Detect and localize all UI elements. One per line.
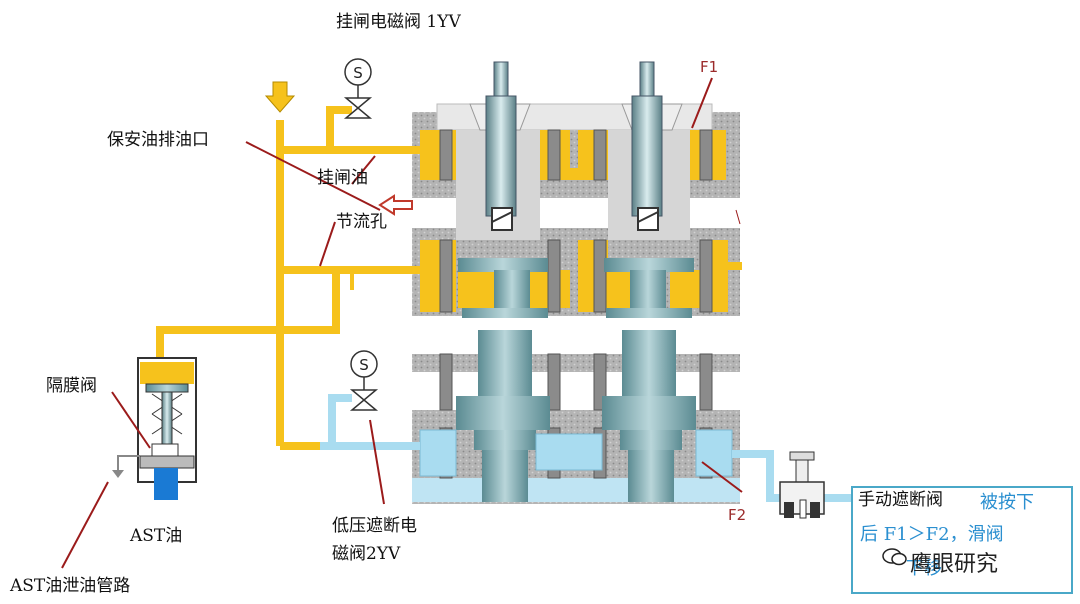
manual-trip-valve [779,451,825,519]
throttle-arrow [378,194,413,216]
note-line-2: 后 F1＞F2，滑阀 [860,524,1004,545]
solenoid-2-symbol: S [359,356,369,374]
note-line-3: 下移 [906,558,942,579]
oil-inlet-arrow [264,81,296,113]
right-spool [602,61,696,502]
leader-lines [61,77,743,569]
low-pressure-valve-label-2: 磁阀2YV [332,544,401,564]
solenoid-1-symbol: S [353,64,363,82]
note-line-1-tail: 被按下 [980,492,1034,513]
left-spool [456,61,550,502]
f1-label: F1 [700,58,719,76]
orifice-label: 节流孔 [336,212,387,232]
watermark: 鹰眼研究 [910,552,999,577]
low-pressure-solenoid-valve [349,350,379,411]
trip-solenoid-valve [343,58,373,119]
ast-drain-pipe-label: AST油泄油管路 [10,576,131,596]
note-title: 手动遮断阀 [858,490,943,510]
wechat-icon [882,548,907,566]
f2-label: F2 [728,506,747,524]
diaphragm-valve [112,357,197,500]
low-pressure-valve-label-1: 低压遮断电 [332,516,417,536]
yellow-oil-piping [156,106,742,450]
ast-oil-label: AST油 [130,526,183,546]
security-oil-drain-label: 保安油排油口 [107,130,209,150]
note-box [851,486,1073,594]
trip-oil-label: 挂闸油 [317,168,368,188]
trip-valve-label: 挂闸电磁阀 1YV [336,12,461,32]
diaphragm-valve-label: 隔膜阀 [46,376,97,396]
blue-oil-chambers [419,429,733,477]
